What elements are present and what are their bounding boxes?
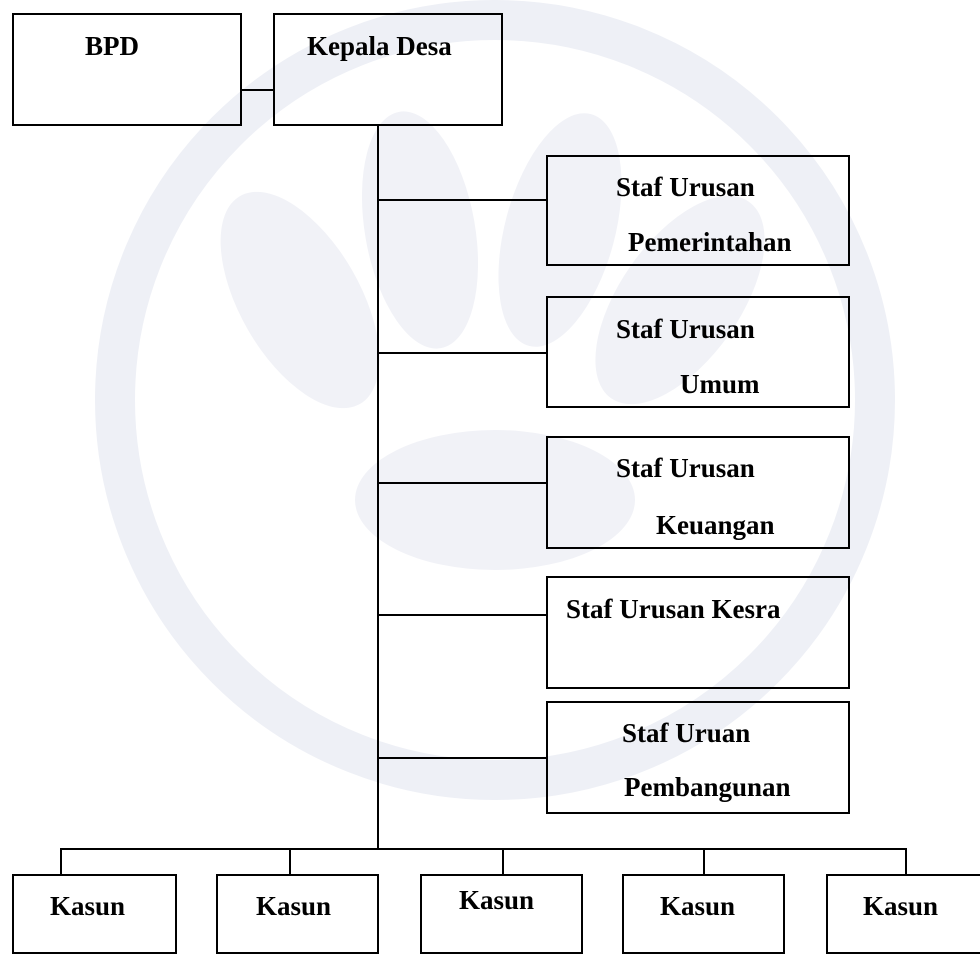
connector-bpd-kepala <box>242 89 273 91</box>
branch-staff-5 <box>377 757 546 759</box>
staff-box-umum <box>546 296 850 408</box>
bpd-box <box>12 13 242 126</box>
staff-kesra-line1: Staf Urusan Kesra <box>566 594 781 624</box>
staff-umum-line1: Staf Urusan <box>616 314 755 344</box>
kasun-drop-5 <box>905 848 907 874</box>
branch-staff-1 <box>377 199 546 201</box>
staff-pemerintahan-line2: Pemerintahan <box>628 227 792 257</box>
trunk-line <box>377 126 379 850</box>
staff-box-pembangunan <box>546 701 850 814</box>
staff-pemerintahan-line1: Staf Urusan <box>616 172 755 202</box>
kasun-label-5: Kasun <box>863 891 939 921</box>
kasun-bus-line <box>60 848 907 850</box>
kasun-label-1: Kasun <box>50 891 126 921</box>
staff-umum-line2: Umum <box>680 369 760 399</box>
bpd-label: BPD <box>85 31 139 61</box>
branch-staff-3 <box>377 482 546 484</box>
kasun-drop-4 <box>703 848 705 874</box>
branch-staff-4 <box>377 614 546 616</box>
kasun-label-2: Kasun <box>256 891 332 921</box>
kepala-desa-box <box>273 13 503 126</box>
kasun-drop-3 <box>502 848 504 874</box>
kasun-label-3: Kasun <box>459 885 535 915</box>
kepala-desa-label: Kepala Desa <box>307 31 452 61</box>
staff-box-pemerintahan <box>546 155 850 266</box>
staff-box-keuangan <box>546 436 850 549</box>
branch-staff-2 <box>377 352 546 354</box>
kasun-drop-2 <box>289 848 291 874</box>
kasun-label-4: Kasun <box>660 891 736 921</box>
staff-keuangan-line1: Staf Urusan <box>616 453 755 483</box>
staff-box-kesra <box>546 576 850 689</box>
staff-pembangunan-line2: Pembangunan <box>624 772 791 802</box>
staff-pembangunan-line1: Staf Uruan <box>622 718 751 748</box>
staff-keuangan-line2: Keuangan <box>656 510 775 540</box>
kasun-drop-1 <box>60 848 62 874</box>
